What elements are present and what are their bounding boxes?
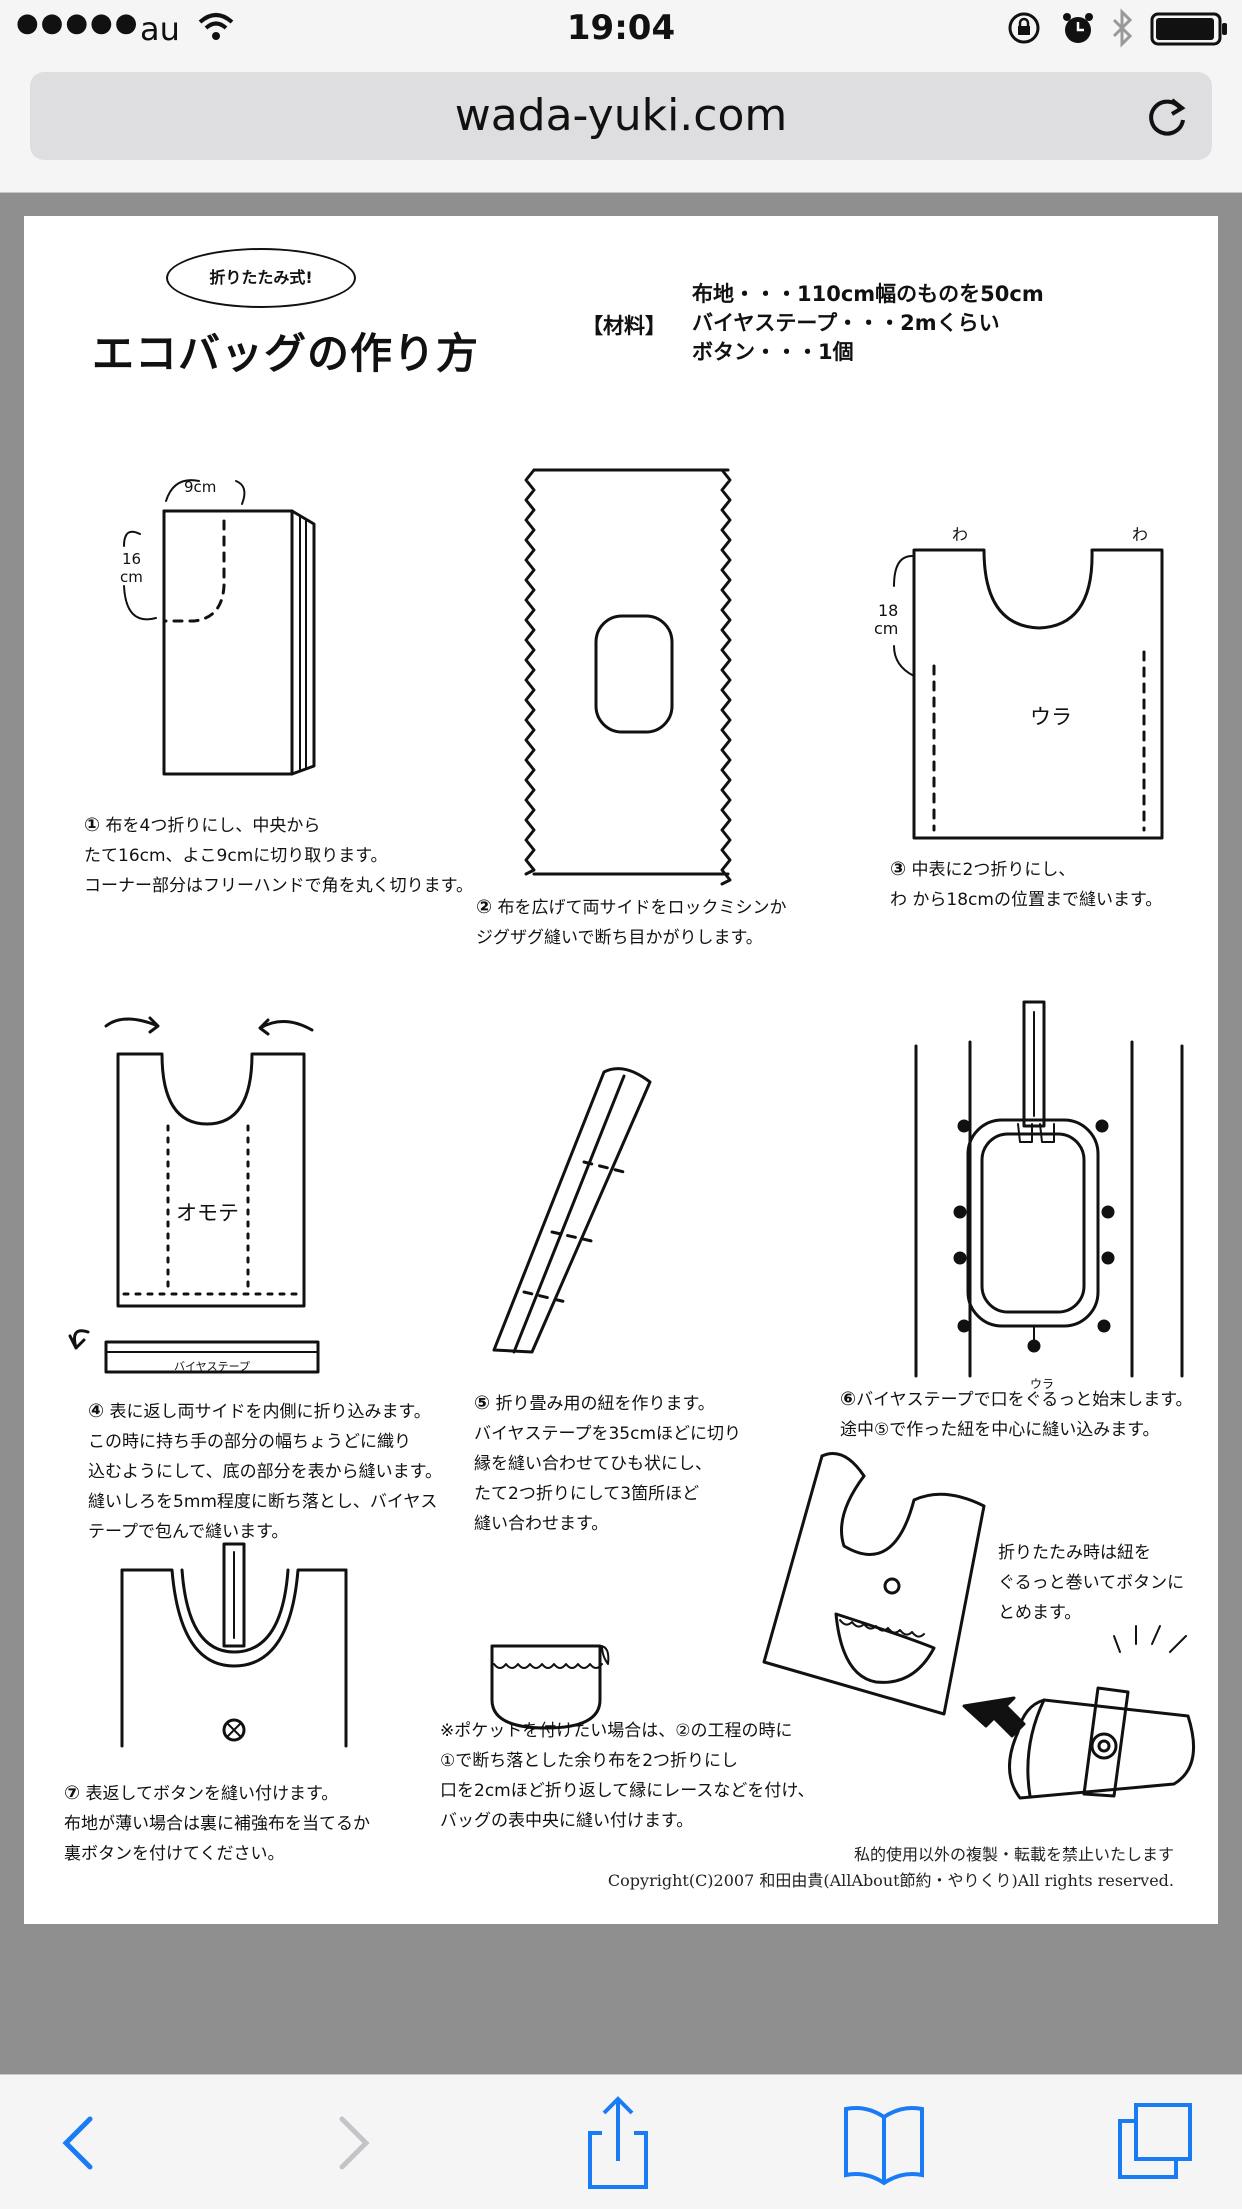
step3-text: ③ 中表に2つ折りにし、 わ から18cmの位置まで縫います。	[890, 858, 1163, 910]
tabs-icon[interactable]	[1096, 2075, 1216, 2209]
fig-label-bias-tape: バイヤステープ	[174, 1360, 250, 1373]
bluetooth-icon	[1112, 8, 1133, 48]
url-text[interactable]: wada-yuki.com	[454, 90, 788, 141]
step7-finished-bag-figure	[120, 1542, 348, 1748]
alarm-icon	[1063, 13, 1093, 43]
fig-label-omote: オモテ	[176, 1201, 239, 1225]
fig-label-18-cm: cm	[874, 619, 898, 638]
browser-top-chrome: ●●●●● au 19:04 wada-yuki.com	[0, 0, 1242, 193]
folding-note: 折りたたみ時は紐を ぐるっと巻いてボタンに とめます。	[998, 1543, 1185, 1623]
step5-strap-figure	[492, 1067, 652, 1354]
step6-bag-figure: ウラ	[914, 1000, 1184, 1391]
step7-text: ⑦ 表返してボタンを縫い付けます。 布地が薄い場合は裏に補強布を当てるか 裏ボタ…	[64, 1782, 370, 1864]
materials-list: 布地・・・110cm幅のものを50cm バイヤステープ・・・2mくらい ボタン・…	[692, 282, 1044, 364]
book-icon[interactable]	[824, 2075, 944, 2209]
share-icon[interactable]	[558, 2075, 678, 2209]
fig-label-18: 18	[878, 601, 898, 620]
fig-label-16: 16	[122, 550, 141, 568]
bag-with-pocket-figure	[762, 1452, 986, 1716]
rotation-lock-icon	[1008, 12, 1040, 44]
fig-label-9cm: 9cm	[184, 478, 216, 496]
back-button[interactable]	[20, 2075, 140, 2209]
browser-toolbar	[0, 2074, 1242, 2209]
chevron-left-icon[interactable]	[20, 2075, 140, 2209]
forward-button[interactable]	[292, 2075, 412, 2209]
fig-label-cm: cm	[120, 568, 143, 586]
step5-text: ⑤ 折り畳み用の紐を作ります。 バイヤステープを35cmほどに切り 縁を縫い合わ…	[474, 1392, 742, 1534]
materials-label: 【材料】	[582, 314, 666, 338]
instruction-sheet: 折りたたみ式! エコバッグの作り方 【材料】 布地・・・110cm幅のものを50…	[24, 216, 1218, 1924]
clock: 19:04	[566, 8, 676, 48]
fig-label-wa-left: わ	[952, 525, 968, 544]
copyright-notice: 私的使用以外の複製・転載を禁止いたします Copyright(C)2007 和田…	[607, 1845, 1174, 1890]
page-title: エコバッグの作り方	[92, 329, 480, 378]
tabs-button[interactable]	[1096, 2075, 1216, 2209]
step1-text: ① 布を4つ折りにし、中央から たて16cm、よこ9cmに切り取ります。 コーナ…	[84, 814, 473, 896]
fig-label-ura: ウラ	[1030, 705, 1072, 729]
signal-strength: ●●●●●	[16, 8, 140, 38]
step2-open-fabric-figure	[524, 468, 732, 886]
address-bar[interactable]: wada-yuki.com	[30, 72, 1212, 160]
pocket-figure	[490, 1644, 610, 1730]
bookmarks-button[interactable]	[824, 2075, 944, 2209]
reload-icon[interactable]	[1142, 92, 1192, 142]
step6-text: ⑥バイヤステープで口をぐるっと始末します。 途中⑤で作った紐を中心に縫い込みます…	[840, 1388, 1193, 1440]
wifi-icon	[198, 13, 234, 40]
share-button[interactable]	[558, 2075, 678, 2209]
rolled-bag-figure	[962, 1625, 1195, 1800]
step1-folded-fabric-figure: 9cm 16 cm	[120, 478, 316, 776]
fig-label-wa-right: わ	[1132, 525, 1148, 544]
battery-icon	[1150, 12, 1227, 46]
folding-type-bubble: 折りたたみ式!	[166, 248, 356, 308]
fig-label-ura-small: ウラ	[1030, 1377, 1054, 1391]
step2-text: ② 布を広げて両サイドをロックミシンか ジグザグ縫いで断ち目かがりします。	[476, 896, 787, 948]
step3-folded-bag-figure: わ わ 18 cm ウラ	[874, 525, 1164, 840]
step4-bag-figure: オモテ バイヤステープ	[68, 1016, 320, 1374]
chevron-right-icon[interactable]	[292, 2075, 412, 2209]
pocket-note: ※ポケットを付けたい場合は、②の工程の時に ①で断ち落とした余り布を2つ折りにし…	[440, 1721, 815, 1831]
step4-text: ④ 表に返し両サイドを内側に折り込みます。 この時に持ち手の部分の幅ちょうどに織…	[88, 1400, 442, 1542]
carrier-label: au	[140, 10, 180, 48]
